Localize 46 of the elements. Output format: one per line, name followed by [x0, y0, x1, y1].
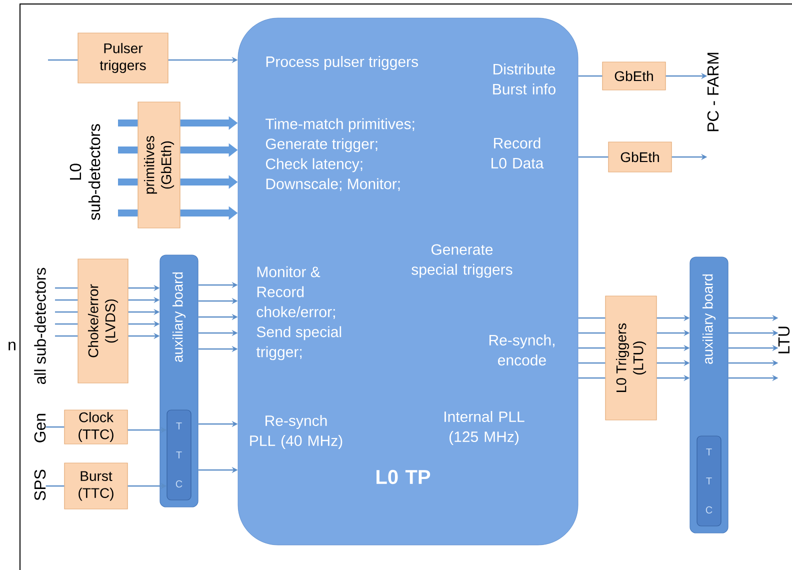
connector-line [578, 332, 606, 334]
source-label: SPS [34, 470, 46, 500]
ttc-module: T T C [166, 410, 192, 500]
ttc-module: T T C [696, 436, 722, 526]
connector-line [55, 335, 78, 337]
connector-line [55, 287, 78, 289]
source-label: PC - FARM [707, 52, 719, 132]
connector-line [578, 317, 606, 319]
process-box: primitives (GbEth) [138, 102, 180, 228]
process-box: L0 Triggers (LTU) [605, 296, 657, 420]
process-box: GbEth [608, 142, 672, 172]
process-box: Pulser triggers [78, 32, 168, 84]
connector-line [48, 59, 78, 61]
function-label: Generate special triggers [412, 244, 512, 278]
connector-line [578, 377, 606, 379]
function-label: Record L0 Data [492, 138, 544, 168]
connector-line [118, 146, 138, 154]
connector-line [118, 210, 138, 216]
connector-line [118, 178, 138, 186]
process-box: Burst (TTC) [64, 462, 128, 510]
side-label: L0 sub-detectors [70, 124, 100, 220]
connector-line [55, 311, 78, 313]
connector-line [46, 426, 64, 428]
function-label: Distribute Burst info [493, 64, 556, 94]
function-label: Monitor & Record choke/error; Send special trigger; [256, 266, 342, 360]
process-box: Choke/error (LVDS) [78, 258, 128, 384]
connector-line [55, 323, 78, 325]
connector-line [578, 75, 602, 77]
process-box: GbEth [602, 62, 666, 90]
function-label: Re-synch PLL (40 MHz) [250, 415, 342, 449]
function-label: L0 TP [376, 470, 430, 484]
process-box: Clock (TTC) [64, 410, 128, 444]
function-label: Time-match primitives; Generate trigger; Check latency; Downscale; Monitor; [266, 118, 414, 191]
connector-line [578, 362, 606, 364]
connector-line [118, 120, 138, 126]
source-label: Gen [34, 414, 46, 442]
connector-line [578, 347, 606, 349]
function-label: Process pulser triggers [266, 56, 418, 70]
connector-line [55, 299, 78, 301]
function-label: Internal PLL (125 MHz) [444, 411, 524, 445]
side-label: n [8, 342, 16, 350]
connector-line [46, 485, 64, 487]
side-label: all sub-detectors [34, 268, 46, 384]
source-label: LTU [778, 326, 790, 354]
connector-line [578, 156, 608, 158]
function-label: Re-synch, encode [489, 334, 554, 366]
